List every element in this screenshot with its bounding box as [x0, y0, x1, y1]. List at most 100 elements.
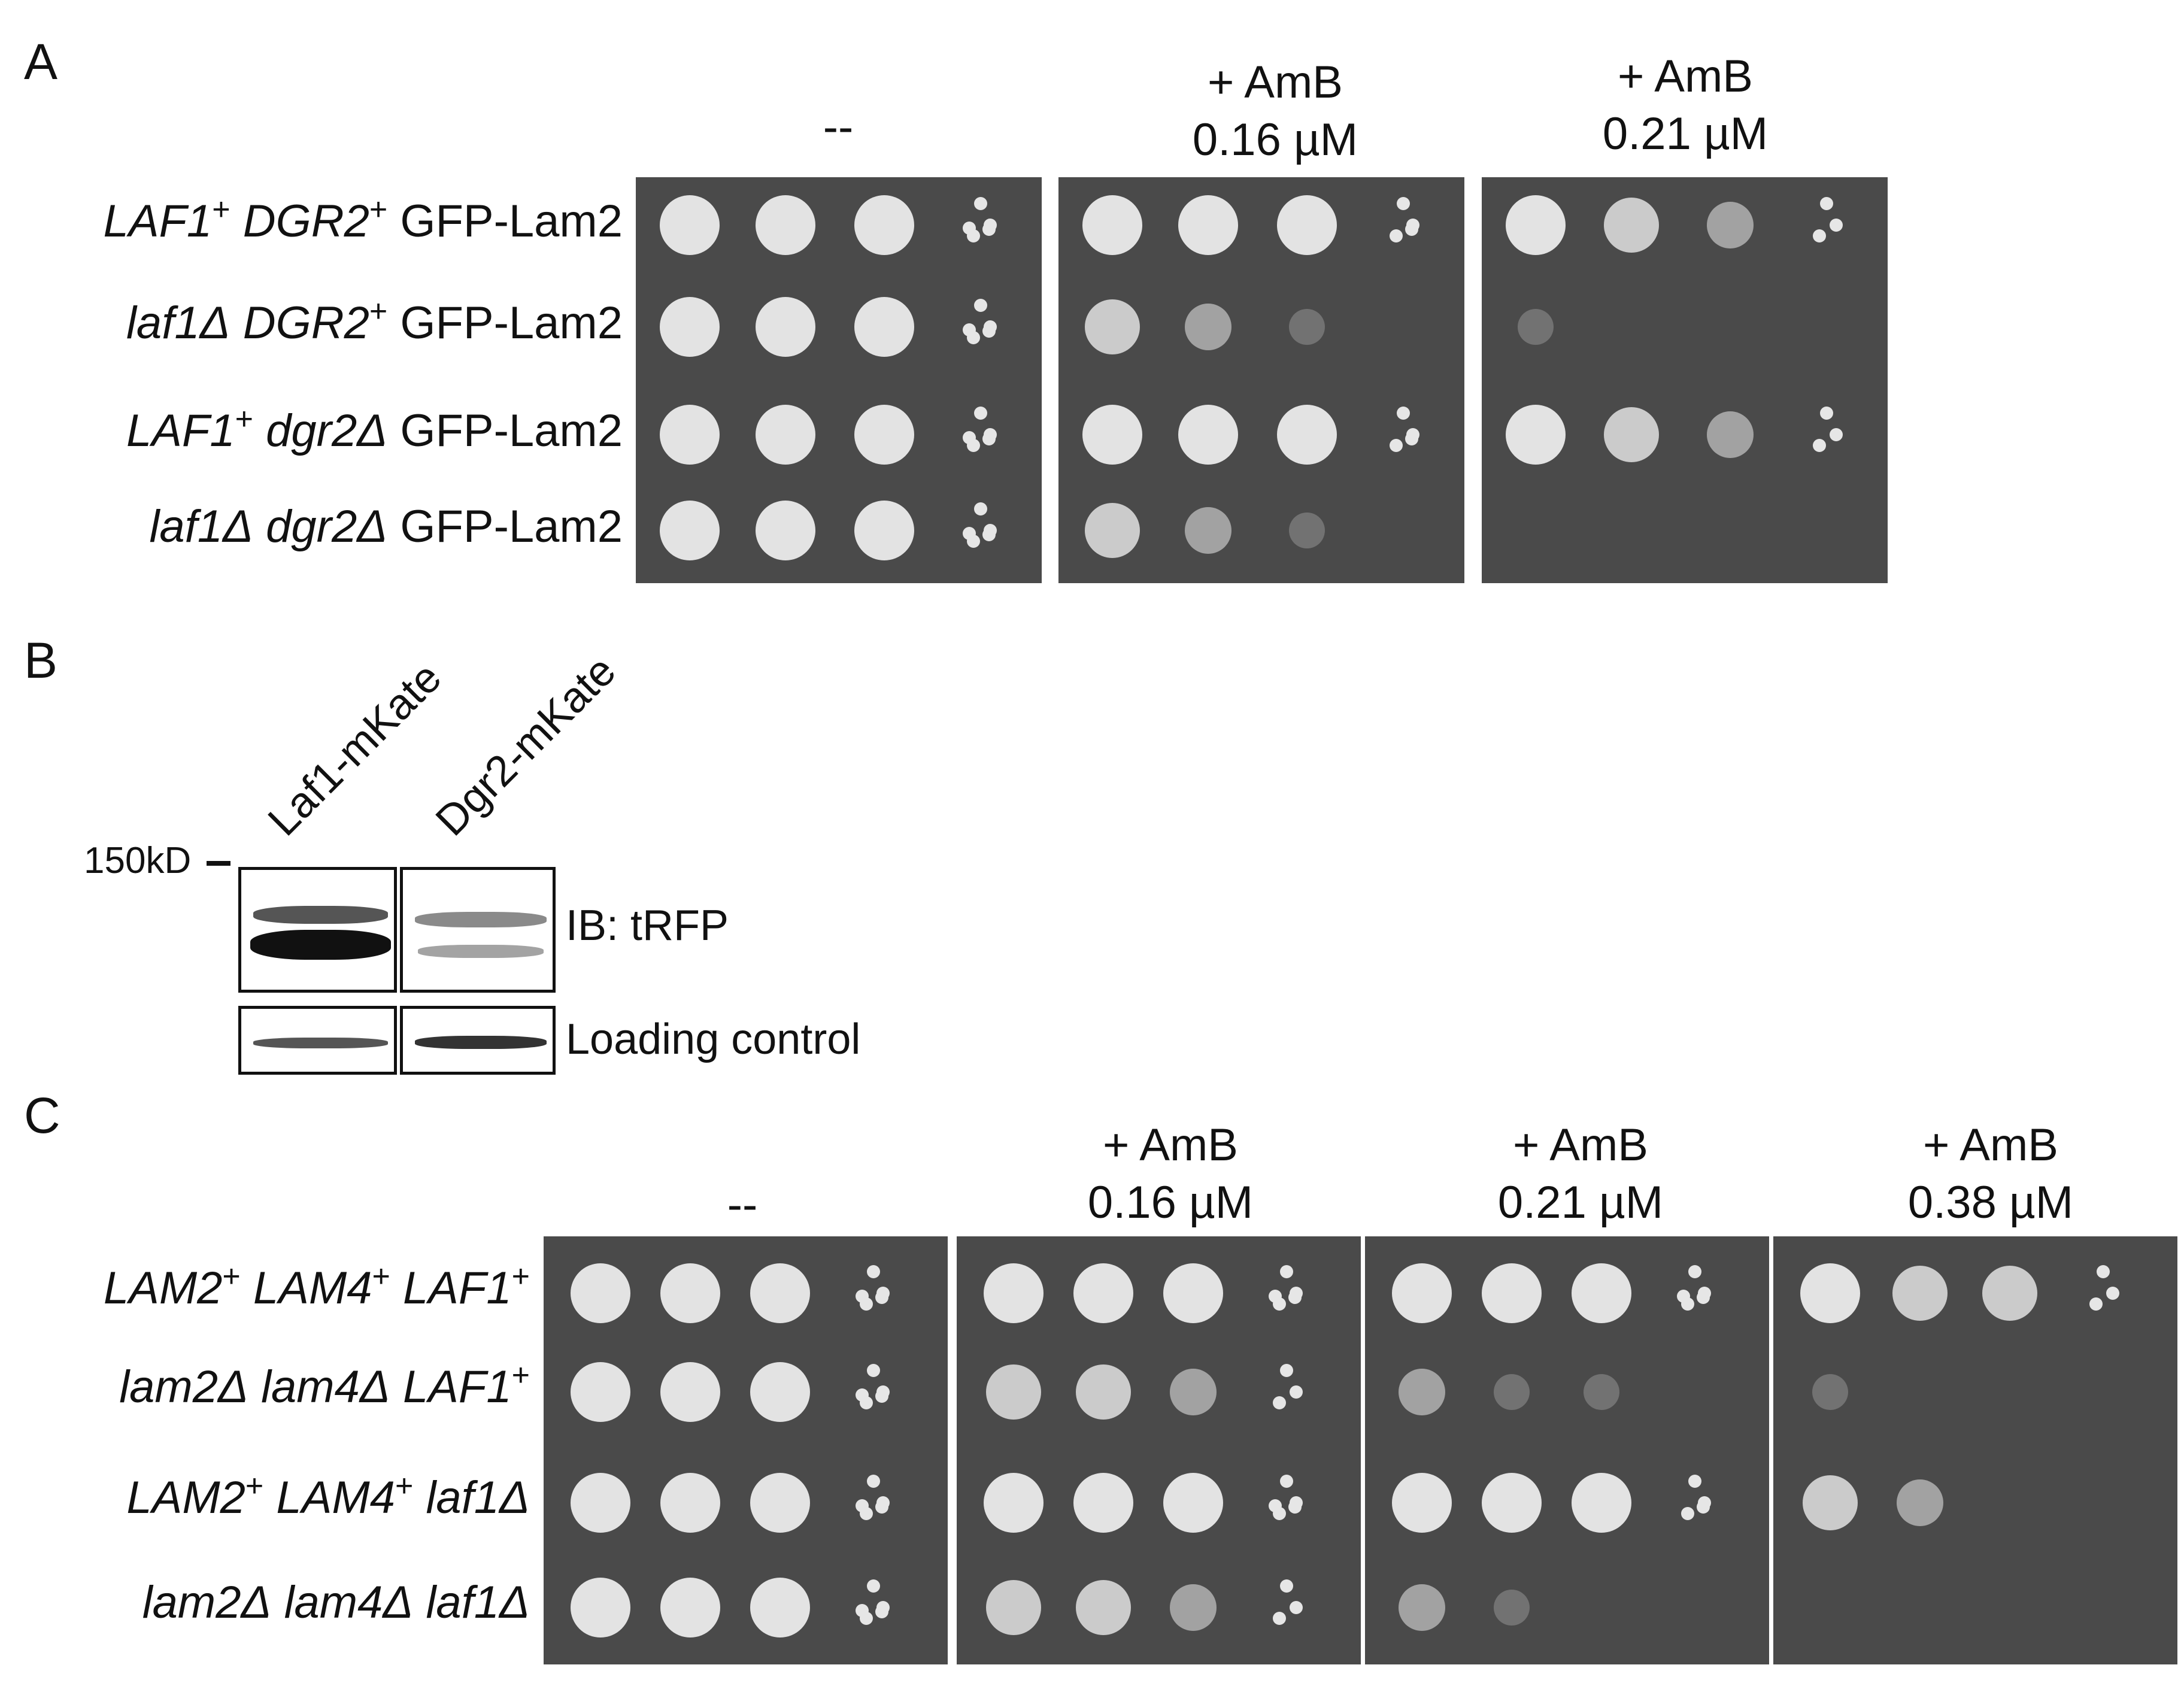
spot-c-0-3-0: [571, 1578, 630, 1637]
colonies-a-0-2-3: [962, 431, 976, 445]
colonies-c-2-2-3: [1681, 1506, 1694, 1520]
spot-c-0-3-1: [660, 1578, 720, 1637]
colonies-a-2-2-3: [1813, 438, 1826, 452]
colonies-c-1-3-3: [1279, 1579, 1293, 1593]
spot-a-1-1-0: [1085, 299, 1140, 354]
lane-label-laf1-mkate: Laf1-mKate: [259, 653, 451, 845]
spot-a-1-3-1: [1185, 507, 1231, 554]
spot-c-2-2-1: [1482, 1473, 1542, 1533]
spot-c-2-2-0: [1392, 1473, 1452, 1533]
spot-c-1-2-0: [984, 1473, 1044, 1533]
colonies-c-1-3-3: [1290, 1601, 1303, 1614]
spot-a-0-2-1: [756, 405, 815, 465]
spot-a-2-0-2: [1707, 202, 1754, 248]
colonies-c-0-3-3: [875, 1605, 888, 1618]
colonies-a-2-2-3: [1830, 428, 1843, 441]
colonies-c-1-1-3: [1290, 1385, 1303, 1399]
spot-c-2-0-0: [1392, 1263, 1452, 1323]
colonies-a-1-0-3: [1405, 222, 1418, 236]
colonies-a-0-3-3: [973, 502, 987, 516]
spot-c-2-0-2: [1572, 1263, 1631, 1323]
colonies-a-0-1-3: [982, 324, 996, 338]
blot-ib-lane1: [238, 867, 397, 993]
spot-a-2-0-1: [1604, 198, 1659, 253]
spot-a-2-2-2: [1707, 411, 1754, 458]
colonies-a-1-2-3: [1405, 432, 1418, 445]
spot-c-3-2-1: [1897, 1479, 1943, 1526]
strain-label-a-3: laf1Δ dgr2Δ GFP-Lam2: [149, 501, 623, 552]
colonies-a-0-1-3: [973, 299, 987, 313]
blot-loading-lane1: [238, 1006, 397, 1075]
plate-a-1: [1058, 177, 1464, 583]
colonies-a-0-2-3: [973, 407, 987, 420]
colonies-a-0-2-3: [982, 432, 996, 445]
plate-a-2: [1482, 177, 1888, 583]
marker-tick: [207, 861, 230, 866]
colonies-c-2-0-3: [1676, 1290, 1690, 1303]
colonies-c-1-2-3: [1268, 1499, 1282, 1513]
panel-b-letter: B: [24, 632, 58, 689]
colonies-c-2-2-3: [1688, 1475, 1701, 1488]
spot-c-1-3-0: [986, 1580, 1041, 1635]
spot-a-1-0-2: [1277, 195, 1337, 255]
colonies-c-3-0-3: [2106, 1287, 2119, 1300]
colonies-c-2-0-3: [1688, 1265, 1701, 1279]
colonies-c-1-0-3: [1288, 1290, 1302, 1304]
plate-c-3: [1773, 1236, 2177, 1664]
spot-c-3-0-0: [1800, 1263, 1860, 1323]
blot-label-loading: Loading control: [566, 1015, 861, 1063]
spot-a-0-2-2: [854, 405, 914, 465]
spot-c-0-1-0: [571, 1362, 630, 1422]
spot-a-0-2-0: [660, 405, 720, 465]
colonies-c-1-2-3: [1279, 1475, 1293, 1488]
colonies-a-2-0-3: [1830, 219, 1843, 232]
spot-c-2-0-1: [1482, 1263, 1542, 1323]
spot-a-2-2-1: [1604, 407, 1659, 462]
spot-c-1-0-0: [984, 1263, 1044, 1323]
spot-c-0-2-0: [571, 1473, 630, 1533]
spot-c-1-3-1: [1076, 1580, 1131, 1635]
spot-c-3-2-0: [1803, 1475, 1858, 1530]
spot-a-0-1-2: [854, 297, 914, 357]
blot-ib-lane2: [400, 867, 556, 993]
colonies-a-2-0-3: [1819, 197, 1833, 211]
spot-c-0-2-1: [660, 1473, 720, 1533]
colonies-a-0-3-3: [982, 527, 996, 541]
colonies-c-0-0-3: [855, 1290, 869, 1303]
marker-label: 150kD: [84, 840, 192, 881]
spot-c-0-1-1: [660, 1362, 720, 1422]
strain-label-c-0: LAM2+ LAM4+ LAF1+: [103, 1259, 530, 1314]
strain-label-c-2: LAM2+ LAM4+ laf1Δ: [126, 1469, 530, 1523]
colonies-c-0-2-3: [855, 1499, 869, 1513]
colonies-c-0-0-3: [866, 1265, 880, 1279]
spot-c-1-3-2: [1170, 1584, 1217, 1631]
colonies-c-0-1-3: [875, 1389, 888, 1403]
colonies-c-2-2-3: [1696, 1500, 1710, 1514]
plate-c-2: [1365, 1236, 1769, 1664]
spot-c-0-0-1: [660, 1263, 720, 1323]
colonies-c-1-2-3: [1288, 1500, 1302, 1514]
spot-c-1-1-1: [1076, 1364, 1131, 1420]
plate-a-0: [636, 177, 1042, 583]
panel-c-letter: C: [24, 1087, 60, 1144]
spot-a-2-2-0: [1506, 405, 1566, 465]
colonies-c-0-3-3: [855, 1604, 869, 1618]
strain-label-c-3: lam2Δ lam4Δ laf1Δ: [142, 1577, 530, 1628]
spot-a-1-2-2: [1277, 405, 1337, 465]
spot-a-1-1-1: [1185, 304, 1231, 350]
colonies-a-1-2-3: [1390, 438, 1403, 452]
colonies-a-0-3-3: [962, 527, 976, 541]
spot-c-1-0-1: [1073, 1263, 1133, 1323]
strain-label-a-0: LAF1+ DGR2+ GFP-Lam2: [103, 192, 623, 247]
spot-a-1-3-2: [1289, 513, 1325, 548]
colonies-a-1-0-3: [1396, 197, 1410, 211]
spot-c-0-3-2: [750, 1578, 810, 1637]
spot-a-0-3-1: [756, 501, 815, 560]
colonies-c-1-1-3: [1273, 1396, 1286, 1409]
spot-a-1-3-0: [1085, 503, 1140, 558]
colonies-c-0-1-3: [866, 1364, 880, 1378]
colonies-a-1-2-3: [1396, 407, 1410, 420]
spot-c-0-2-2: [750, 1473, 810, 1533]
